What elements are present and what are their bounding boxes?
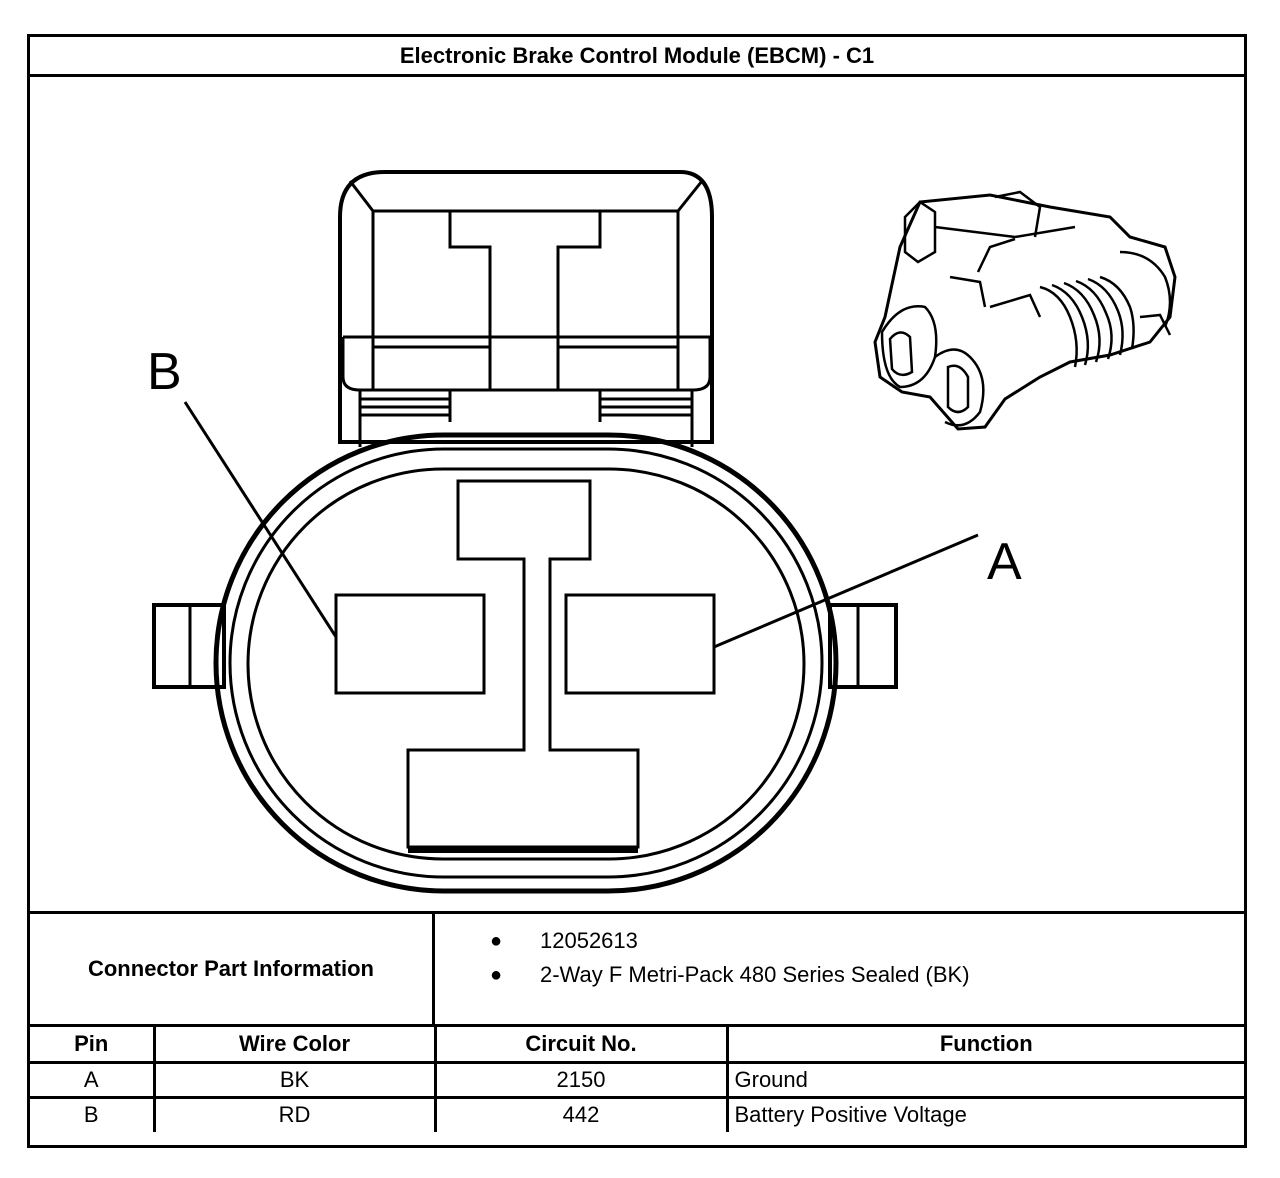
cell-pin: B — [30, 1095, 156, 1132]
header-pin: Pin — [30, 1027, 156, 1064]
callout-line-a — [713, 533, 979, 649]
cell-wire-color: BK — [152, 1060, 437, 1099]
cell-circuit: 442 — [433, 1095, 729, 1132]
callout-line-b — [183, 401, 338, 638]
part-info-item: ● 2-Way F Metri-Pack 480 Series Sealed (… — [435, 958, 1244, 992]
part-number: 12052613 — [540, 928, 638, 953]
cell-function: Ground — [725, 1060, 1244, 1099]
bullet-icon: ● — [490, 964, 503, 986]
part-info-item: ● 12052613 — [435, 924, 1244, 958]
connector-part-info: Connector Part Information ● 12052613 ● … — [30, 911, 1244, 1027]
header-circuit-no: Circuit No. — [433, 1027, 729, 1064]
connector-3d-illustration — [873, 190, 1177, 431]
pin-table-header: Pin Wire Color Circuit No. Function — [30, 1027, 1244, 1064]
connector-face-drawing: B A — [147, 170, 1177, 894]
connector-part-info-label: Connector Part Information — [30, 914, 435, 1024]
table-row: B RD 442 Battery Positive Voltage — [30, 1095, 1244, 1132]
part-description: 2-Way F Metri-Pack 480 Series Sealed (BK… — [540, 962, 970, 987]
header-wire-color: Wire Color — [152, 1027, 437, 1064]
center-divider — [406, 479, 640, 849]
connector-part-info-list: ● 12052613 ● 2-Way F Metri-Pack 480 Seri… — [435, 914, 1244, 1024]
connector-diagram: B A — [30, 77, 1244, 911]
cell-wire-color: RD — [152, 1095, 437, 1132]
connector-sheet: Electronic Brake Control Module (EBCM) -… — [27, 34, 1247, 1148]
callout-label-b: B — [147, 343, 182, 401]
header-function: Function — [725, 1027, 1244, 1064]
table-row: A BK 2150 Ground — [30, 1060, 1244, 1099]
cell-function: Battery Positive Voltage — [725, 1095, 1244, 1132]
pin-table: Pin Wire Color Circuit No. Function A BK… — [30, 1027, 1244, 1132]
bullet-icon: ● — [490, 930, 503, 952]
callout-label-a: A — [987, 533, 1022, 591]
connector-oval — [213, 432, 839, 894]
cell-circuit: 2150 — [433, 1060, 729, 1099]
side-tabs — [152, 603, 898, 689]
cell-pin: A — [30, 1060, 156, 1099]
pin-cavity-b — [334, 593, 486, 695]
page-title: Electronic Brake Control Module (EBCM) -… — [30, 37, 1244, 77]
latch-housing — [338, 170, 714, 447]
pin-cavity-a — [564, 593, 716, 695]
